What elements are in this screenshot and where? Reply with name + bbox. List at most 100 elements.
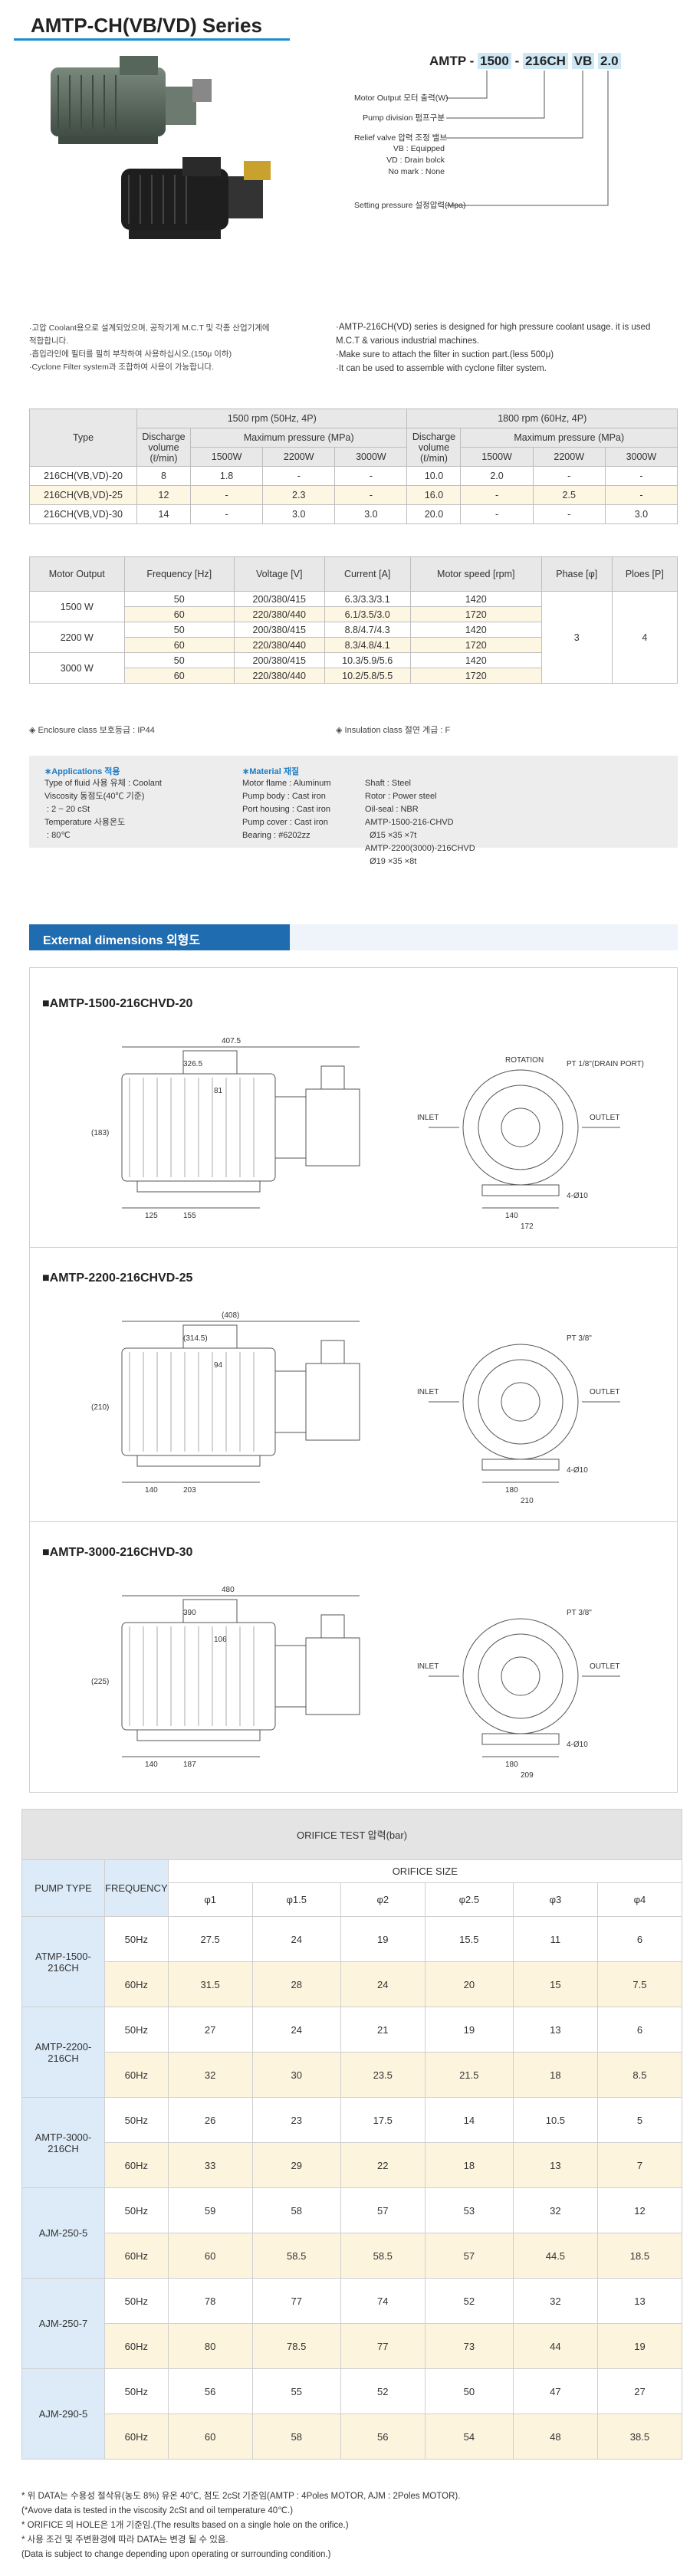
section-divider — [30, 1521, 677, 1522]
motor-cell: 220/380/440 — [233, 637, 325, 653]
orifice-cell: 28 — [251, 1961, 341, 2007]
applications-text: Type of fluid 사용 유체 : Coolant Viscosity … — [44, 779, 162, 840]
motor-cell: 1720 — [409, 668, 542, 684]
note-line: ·고압 Coolant용으로 설계되었으며, 공작기계 M.C.T 및 각종 산… — [29, 323, 270, 333]
spec-cell: 2.3 — [262, 485, 336, 505]
external-dimensions-bar: External dimensions 외형도 — [29, 923, 678, 953]
orifice-pump-name: AJM-250-7 — [21, 2278, 105, 2369]
footnote: (Data is subject to change depending upo… — [21, 2550, 331, 2559]
orifice-cell: 8.5 — [596, 2052, 683, 2098]
th-size: φ4 — [596, 1882, 683, 1917]
motor-cell: 10.2/5.8/5.5 — [324, 668, 411, 684]
orifice-cell: 58.5 — [251, 2233, 341, 2279]
dimension-title: ■AMTP-2200-216CHVD-25 — [42, 1272, 193, 1285]
motor-cell: 1420 — [409, 622, 542, 638]
orifice-cell: 50Hz — [104, 2368, 169, 2414]
orifice-cell: 77 — [251, 2278, 341, 2324]
model-prefix: AMTP — [429, 54, 466, 68]
spec-cell: 1.8 — [189, 466, 264, 486]
footnote: (*Avove data is tested in the viscosity … — [21, 2506, 294, 2515]
th-w3000: 3000W — [604, 447, 678, 467]
th-discharge: Discharge volume (ℓ/min) — [136, 428, 191, 467]
orifice-cell: 17.5 — [340, 2097, 426, 2143]
orifice-cell: 27 — [596, 2368, 683, 2414]
orifice-cell: 15 — [512, 1961, 598, 2007]
applications-material-box: ∗Applications 적용 Type of fluid 사용 유체 : C… — [29, 756, 678, 866]
orifice-cell: 29 — [251, 2142, 341, 2188]
motor-cell: 200/380/415 — [233, 652, 325, 668]
dimension-title: ■AMTP-1500-216CHVD-20 — [42, 997, 193, 1010]
orifice-cell: 44.5 — [512, 2233, 598, 2279]
orifice-cell: 50Hz — [104, 2007, 169, 2053]
material-heading: ∗Material 재질 — [242, 767, 300, 776]
orifice-cell: 74 — [340, 2278, 426, 2324]
orifice-cell: 57 — [340, 2187, 426, 2233]
spec-cell: - — [532, 504, 606, 524]
orifice-cell: 23.5 — [340, 2052, 426, 2098]
note-line: ·Make sure to attach the filter in sucti… — [336, 350, 554, 359]
th-discharge: Discharge volume (ℓ/min) — [406, 428, 462, 467]
orifice-cell: 44 — [512, 2323, 598, 2369]
notes-english: ·AMTP-216CH(VD) series is designed for h… — [336, 320, 673, 376]
orifice-cell: 54 — [424, 2414, 514, 2460]
dimension-label: PT 3/8" — [567, 1609, 592, 1617]
dimension-label: 390 — [183, 1609, 196, 1617]
orifice-cell: 60Hz — [104, 2233, 169, 2279]
dimension-label: INLET — [417, 1388, 439, 1396]
dimension-label: (408) — [222, 1311, 239, 1320]
orifice-cell: 56 — [340, 2414, 426, 2460]
spec-cell: 16.0 — [406, 485, 462, 505]
dimension-label: 106 — [214, 1636, 227, 1644]
orifice-cell: 50Hz — [104, 2187, 169, 2233]
orifice-cell: 32 — [167, 2052, 253, 2098]
orifice-table: ORIFICE TEST 압력(bar) PUMP TYPE FREQUENCY… — [21, 1809, 683, 2460]
motor-cell: 200/380/415 — [233, 622, 325, 638]
page-title: AMTP-CH(VB/VD) Series — [31, 14, 262, 37]
motor-th: Ploes [P] — [611, 556, 678, 592]
spec-cell: 8 — [136, 466, 191, 486]
orifice-cell: 48 — [512, 2414, 598, 2460]
footnote: * 사용 조건 및 주변환경에 따라 DATA는 변경 될 수 있음. — [21, 2535, 228, 2545]
dimension-label: INLET — [417, 1662, 439, 1671]
spec-cell: 12 — [136, 485, 191, 505]
motor-output: 1500 W — [29, 591, 125, 622]
pump-photo-2 — [121, 157, 271, 239]
label-relief-nomark: No mark : None — [388, 167, 445, 176]
orifice-cell: 60 — [167, 2233, 253, 2279]
motor-cell: 60 — [123, 637, 235, 653]
model-code: AMTP - 1500 - 216CH VB 2.0 — [429, 53, 621, 69]
note-line: M.C.T & various industrial machines. — [336, 336, 480, 346]
dimension-label: PT 1/8"(DRAIN PORT) — [567, 1060, 644, 1068]
dimension-label: 125 — [145, 1212, 158, 1220]
orifice-cell: 19 — [340, 1916, 426, 1962]
orifice-cell: 27.5 — [167, 1916, 253, 1962]
orifice-pump-name: AMTP-3000-216CH — [21, 2097, 105, 2188]
orifice-cell: 11 — [512, 1916, 598, 1962]
orifice-cell: 24 — [340, 1961, 426, 2007]
th-size: φ2.5 — [424, 1882, 514, 1917]
orifice-cell: 50Hz — [104, 2278, 169, 2324]
spec-cell: - — [262, 466, 336, 486]
th-w2200: 2200W — [532, 447, 606, 467]
orifice-cell: 80 — [167, 2323, 253, 2369]
model-pressure: 2.0 — [597, 53, 621, 69]
model-pump: 216CH — [522, 53, 568, 69]
label-relief: Relief valve 압력 조정 밸브 — [354, 133, 447, 143]
th-w1500: 1500W — [189, 447, 264, 467]
motor-cell: 8.8/4.7/4.3 — [324, 622, 411, 638]
model-sep: - — [514, 54, 520, 68]
